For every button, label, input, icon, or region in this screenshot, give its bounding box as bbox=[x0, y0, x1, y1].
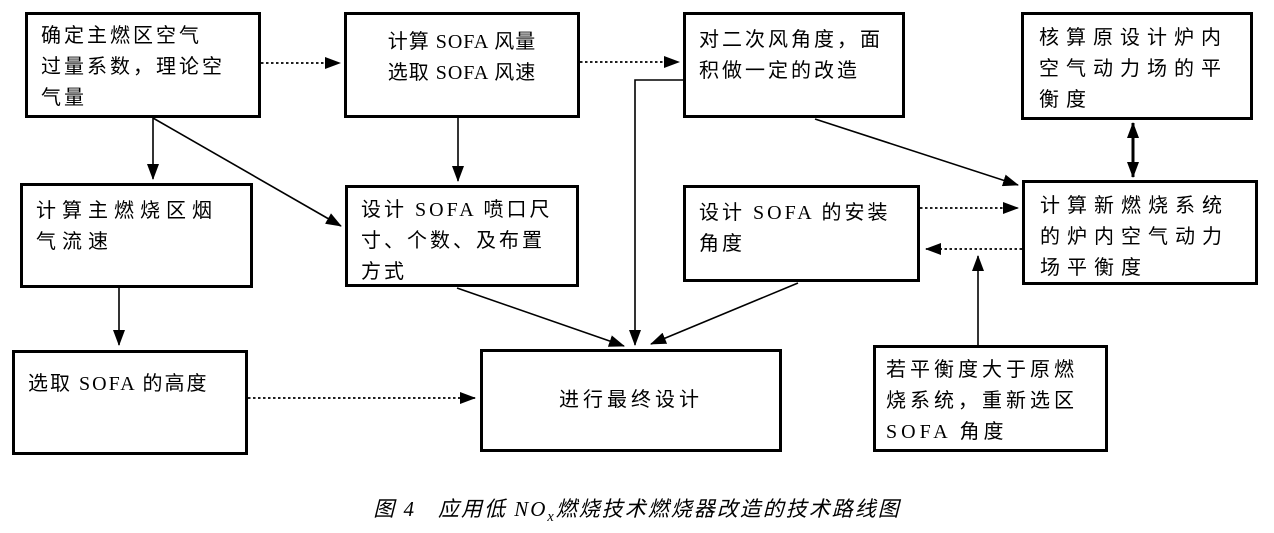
node-excess-air-coefficient: 确定主燃区空气 过量系数，理论空 气量 bbox=[25, 12, 261, 118]
node-flue-gas-velocity: 计算主燃烧区烟 气流速 bbox=[20, 183, 253, 288]
edge-install-angle-to-final-design bbox=[650, 282, 799, 345]
edge-secondary-air-to-final-design bbox=[629, 79, 683, 346]
node-sofa-height: 选取 SOFA 的高度 bbox=[12, 350, 248, 455]
node-sofa-nozzle-design: 设计 SOFA 喷口尺 寸、个数、及布置 方式 bbox=[345, 185, 579, 287]
node-reselect-sofa-angle: 若平衡度大于原燃 烧系统，重新选区 SOFA 角度 bbox=[873, 345, 1108, 452]
node-original-aero-field: 核算原设计炉内 空气动力场的平 衡度 bbox=[1021, 12, 1253, 120]
edge-nozzle-design-to-final-design bbox=[456, 287, 625, 347]
caption-text-prefix: 应用低 NO bbox=[437, 497, 548, 521]
edge-excess-air-to-nozzle-design bbox=[152, 117, 342, 227]
node-secondary-air-retrofit: 对二次风角度，面 积做一定的改造 bbox=[683, 12, 905, 118]
caption-text-suffix: 燃烧技术燃烧器改造的技术路线图 bbox=[555, 497, 901, 521]
figure-caption: 图 4 应用低 NOx燃烧技术燃烧器改造的技术路线图 bbox=[0, 493, 1274, 526]
edge-secondary-air-to-new-system bbox=[814, 118, 1019, 187]
figure-number: 图 4 bbox=[373, 497, 416, 521]
caption-subscript: x bbox=[547, 509, 556, 526]
node-final-design: 进行最终设计 bbox=[480, 349, 782, 452]
node-sofa-install-angle: 设计 SOFA 的安装 角度 bbox=[683, 185, 920, 282]
node-new-system-aero-field: 计算新燃烧系统 的炉内空气动力 场平衡度 bbox=[1022, 180, 1258, 285]
node-sofa-flow-rate: 计算 SOFA 风量 选取 SOFA 风速 bbox=[344, 12, 580, 118]
